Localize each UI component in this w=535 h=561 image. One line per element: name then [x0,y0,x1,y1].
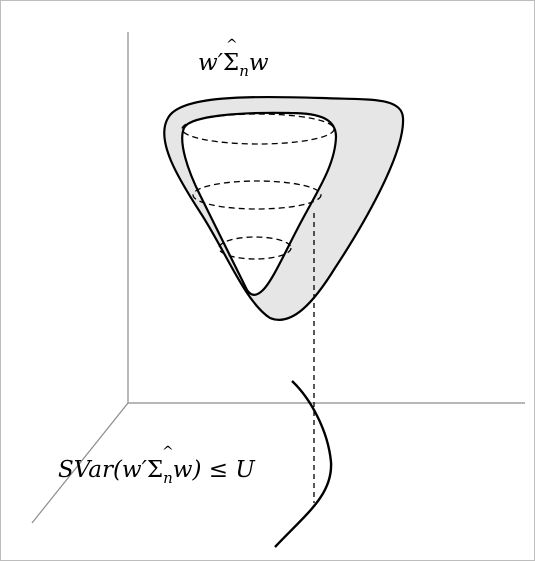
top-formula-subscript: n [239,62,249,80]
level-set-top [181,113,335,145]
top-formula-prime: ′ [218,50,224,76]
bottom-formula-subscript: n [163,469,173,487]
top-formula-hat: ^ [226,37,238,53]
constraint-curve [274,380,333,548]
top-formula-w: w [198,50,218,76]
top-formula-tail: w [249,50,269,76]
axes [31,32,525,524]
bottom-formula: SVar(w′Σnw) ≤ U ^ [58,444,256,487]
inner-surface [181,111,338,296]
level-set-middle [192,180,322,210]
top-formula: w′Σnw ^ [198,37,269,80]
svg-text:w′Σnw: w′Σnw [198,50,269,80]
svg-text:SVar(w′Σnw) ≤ U: SVar(w′Σnw) ≤ U [58,457,256,487]
bottom-formula-suffix: w) ≤ U [173,457,257,483]
top-formula-sigma: Σ [223,50,239,76]
level-sets [181,113,335,260]
level-set-bottom [218,236,292,260]
bottom-formula-sigma: Σ [147,457,163,483]
bottom-formula-hat: ^ [162,444,174,460]
axis-depth [31,402,129,524]
bottom-formula-prefix: SVar(w′ [58,457,148,483]
